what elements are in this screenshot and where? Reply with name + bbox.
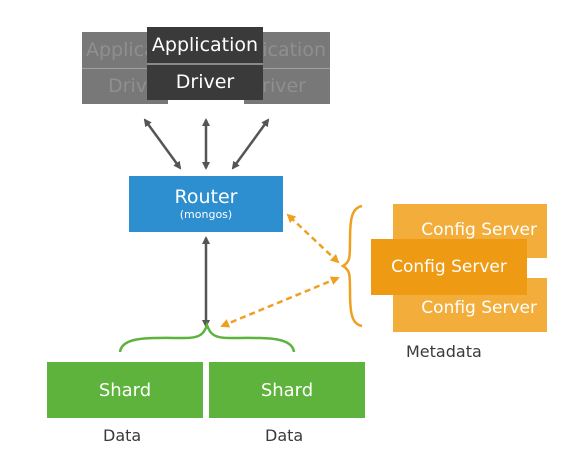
separator [82,67,168,69]
arrow-config-shards [220,276,340,328]
shard-box-left: Shard [47,362,203,418]
shard-label: Shard [260,379,314,401]
config-server-label: Config Server [421,298,537,318]
router-box: Router (mongos) [129,176,283,232]
separator [244,67,330,69]
driver-label: Driver [175,70,235,93]
arrow-config-router [286,213,340,264]
shard-brace [118,321,296,353]
config-server-label: Config Server [421,220,537,240]
application-label: Application [151,33,259,56]
config-server-box-middle: Config Server [371,239,527,295]
application-label: Application [244,38,326,61]
router-label: Router [174,186,238,208]
arrow-left-driver-router [143,118,182,170]
shard-caption-left: Data [103,426,142,445]
config-server-label: Config Server [391,257,507,277]
shard-label: Shard [98,379,152,401]
shard-caption-right: Data [265,426,304,445]
arrow-right-driver-router [231,118,270,170]
separator [147,62,263,65]
shard-box-right: Shard [209,362,365,418]
router-sublabel: (mongos) [179,208,233,221]
application-driver-front: Application Driver [147,27,263,100]
config-brace [340,204,363,328]
metadata-caption: Metadata [406,342,482,361]
